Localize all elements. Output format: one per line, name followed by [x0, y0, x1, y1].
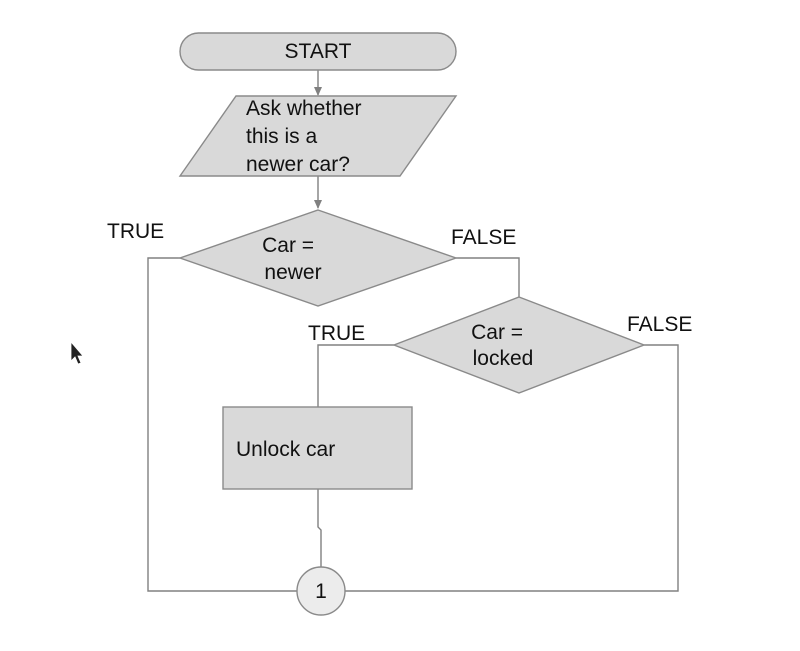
decision-newer-line-1: Car =	[262, 234, 314, 257]
edge-locked-true	[317, 344, 394, 407]
connector-label: 1	[315, 580, 327, 603]
decision-locked-diamond	[392, 296, 646, 394]
edge-label-locked-true: TRUE	[308, 322, 365, 345]
edge-label-newer-false: FALSE	[451, 226, 516, 249]
edge-label-locked-false: FALSE	[627, 313, 692, 336]
edge-newer-true	[147, 257, 297, 592]
decision-locked-line-2: locked	[473, 347, 534, 370]
edge-label-newer-true: TRUE	[107, 220, 164, 243]
unlock-process-box	[222, 406, 413, 490]
ask-label: Ask whether this is a newer car?	[246, 97, 367, 176]
connector-circle	[296, 566, 346, 616]
start-label: START	[285, 40, 352, 63]
decision-locked-line-1: Car =	[471, 321, 523, 344]
ask-label-line-3: newer car?	[246, 153, 350, 176]
ask-label-line-2: this is a	[246, 125, 318, 148]
ask-label-line-1: Ask whether	[246, 97, 362, 120]
edge-locked-false	[345, 344, 679, 592]
mouse-pointer-icon	[70, 340, 84, 365]
edge-unlock-to-connector	[317, 489, 322, 570]
edge-newer-false	[456, 257, 520, 297]
decision-newer-diamond	[177, 209, 459, 307]
unlock-label: Unlock car	[236, 438, 335, 461]
decision-newer-line-2: newer	[264, 261, 321, 284]
decision-locked-label: Car = locked	[471, 321, 533, 370]
start-terminator	[179, 32, 457, 71]
decision-newer-label: Car = newer	[262, 234, 321, 284]
ask-input-shape	[178, 95, 458, 177]
